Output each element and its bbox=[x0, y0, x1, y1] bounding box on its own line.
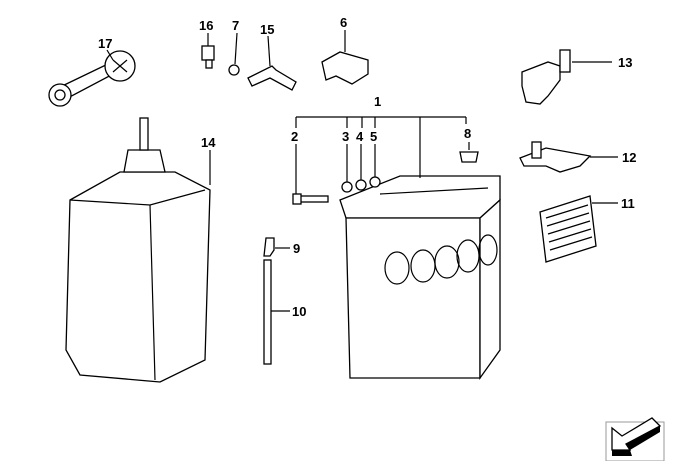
part-17-wrench[interactable] bbox=[48, 49, 136, 107]
part-15-bracket[interactable] bbox=[247, 35, 297, 91]
part-14-acid-canister[interactable] bbox=[65, 117, 211, 383]
callout-3: 3 bbox=[342, 129, 349, 144]
callout-7: 7 bbox=[232, 18, 239, 33]
callout-9: 9 bbox=[293, 241, 300, 256]
part-1-battery[interactable] bbox=[339, 175, 501, 381]
callout-1: 1 bbox=[374, 94, 381, 109]
callout-10: 10 bbox=[292, 304, 306, 319]
part-3-4-5-washers[interactable] bbox=[341, 176, 381, 193]
part-2-bolt[interactable] bbox=[292, 193, 329, 205]
callout-11: 11 bbox=[621, 196, 635, 211]
callout-6: 6 bbox=[340, 15, 347, 30]
part-10-hose[interactable] bbox=[263, 259, 272, 365]
part-13-terminal-clamp[interactable] bbox=[521, 49, 612, 105]
callout-12: 12 bbox=[622, 150, 636, 165]
callout-17: 17 bbox=[98, 36, 112, 51]
leader-lines bbox=[270, 116, 470, 312]
part-9-elbow[interactable] bbox=[263, 237, 275, 257]
callout-8: 8 bbox=[464, 126, 471, 141]
part-12-terminal-clamp[interactable] bbox=[519, 141, 618, 173]
callout-4: 4 bbox=[356, 129, 364, 144]
part-16-valve[interactable] bbox=[201, 33, 215, 69]
callout-2: 2 bbox=[291, 129, 298, 144]
part-11-warning-label[interactable] bbox=[539, 195, 618, 263]
arrow-down-left-icon[interactable] bbox=[605, 417, 665, 461]
callout-5: 5 bbox=[370, 129, 377, 144]
part-6-cover[interactable] bbox=[321, 30, 369, 85]
part-7-ring[interactable] bbox=[228, 32, 240, 76]
callout-14: 14 bbox=[201, 135, 216, 150]
callout-13: 13 bbox=[618, 55, 632, 70]
callout-16: 16 bbox=[199, 18, 213, 33]
part-8-vent-plug[interactable] bbox=[459, 151, 479, 163]
callout-15: 15 bbox=[260, 22, 274, 37]
callout-labels: 1 2 3 4 5 6 7 8 9 10 11 12 13 14 15 16 1… bbox=[98, 15, 636, 319]
